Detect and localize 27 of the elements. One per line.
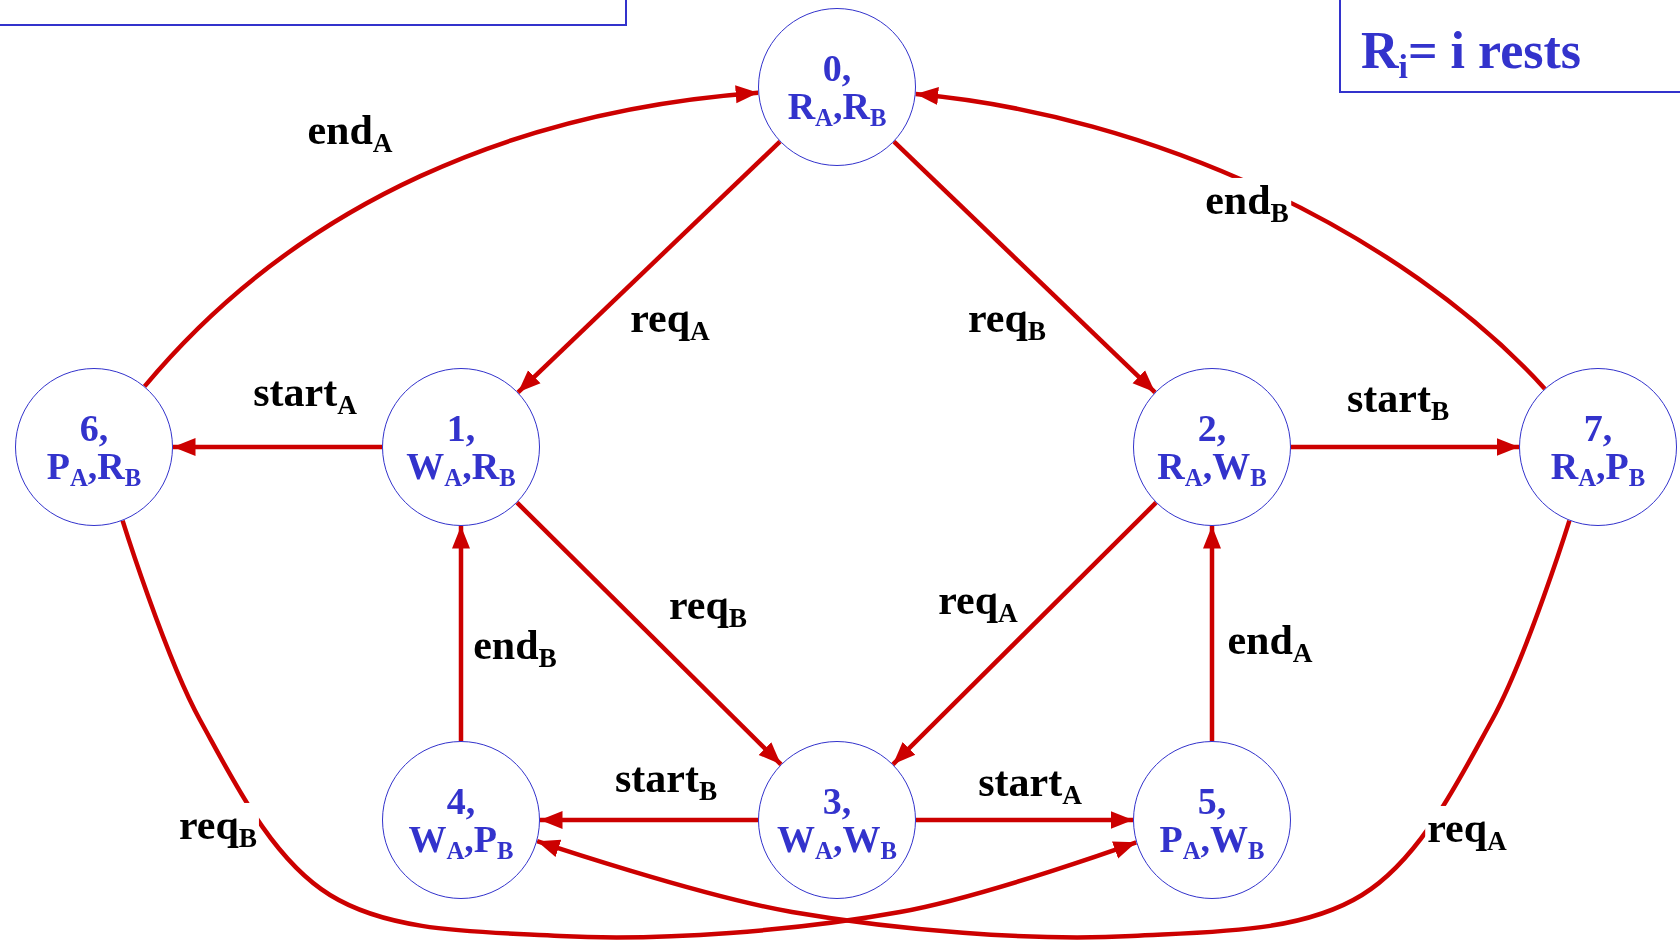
arrow bbox=[892, 140, 1157, 394]
arrow bbox=[1291, 438, 1519, 456]
arrow bbox=[173, 438, 382, 456]
edge-label: req$_{A}$ bbox=[1425, 805, 1509, 851]
arrow bbox=[915, 87, 1547, 391]
arrow bbox=[120, 519, 1137, 940]
state-label: 4, W$_{A}$,P$_{B}$ bbox=[408, 782, 514, 858]
arrow bbox=[142, 85, 759, 388]
state-label: 0, R$_{A}$,R$_{B}$ bbox=[787, 49, 887, 125]
state-label: 7, R$_{A}$,P$_{B}$ bbox=[1550, 409, 1646, 485]
arrow bbox=[452, 526, 470, 741]
arrow bbox=[536, 519, 1572, 940]
arrow bbox=[1203, 526, 1221, 741]
legend-text: R$_{i}$= i rests bbox=[1361, 21, 1582, 80]
state-label: 3, W$_{A}$,W$_{B}$ bbox=[777, 782, 897, 858]
arrow bbox=[540, 811, 758, 829]
edge-label: end$_{B}$ bbox=[1203, 177, 1291, 223]
legend-box bbox=[1339, 0, 1680, 93]
state-label: 1, W$_{A}$,R$_{B}$ bbox=[406, 409, 516, 485]
arrow bbox=[891, 501, 1158, 766]
state-label: 6, P$_{A}$,R$_{B}$ bbox=[46, 409, 142, 485]
arrow bbox=[916, 811, 1133, 829]
state-label: 5, P$_{A}$,W$_{B}$ bbox=[1159, 782, 1265, 858]
state-label: 2, R$_{A}$,W$_{B}$ bbox=[1157, 409, 1267, 485]
arrow bbox=[515, 501, 783, 766]
legend-box bbox=[0, 0, 627, 26]
arrow bbox=[516, 140, 782, 394]
